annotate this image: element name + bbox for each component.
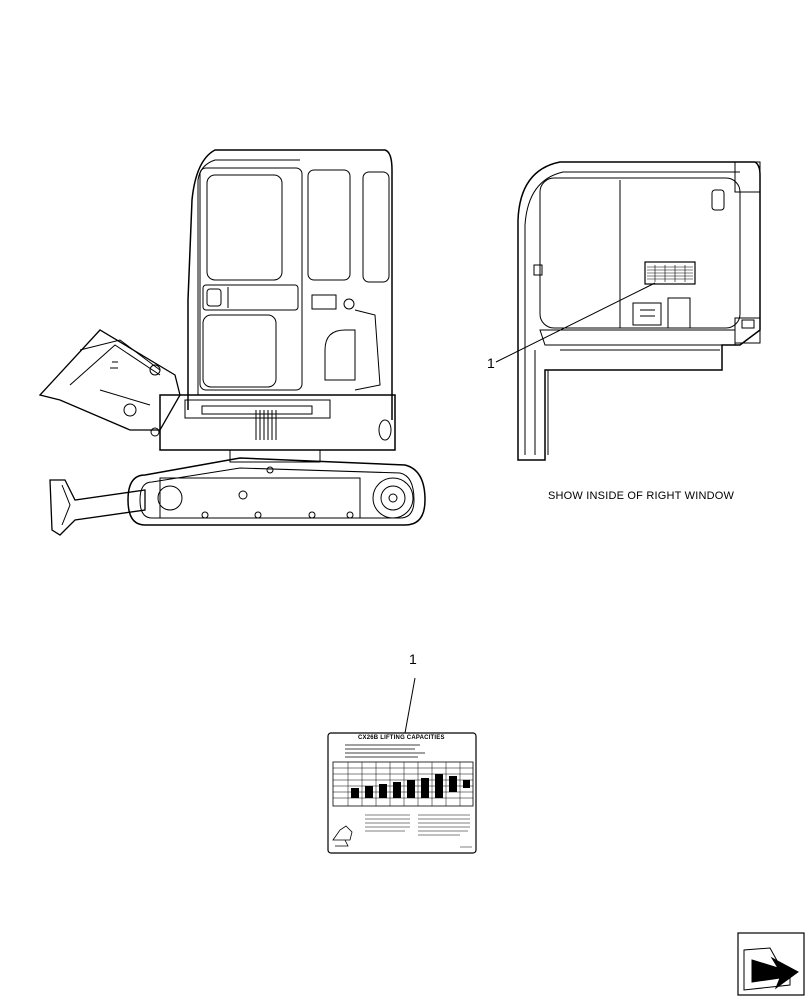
callout-window: 1 (487, 355, 495, 371)
decal-leader-line (404, 677, 416, 734)
decal-title: CX26B LIFTING CAPACITIES (358, 735, 445, 741)
next-page-arrow-icon[interactable] (737, 932, 805, 996)
excavator-side-view (38, 149, 426, 536)
callout-decal: 1 (409, 651, 417, 667)
lifting-capacity-decal (327, 732, 477, 854)
view-caption: SHOW INSIDE OF RIGHT WINDOW (548, 490, 735, 502)
cab-interior-view (495, 161, 761, 461)
